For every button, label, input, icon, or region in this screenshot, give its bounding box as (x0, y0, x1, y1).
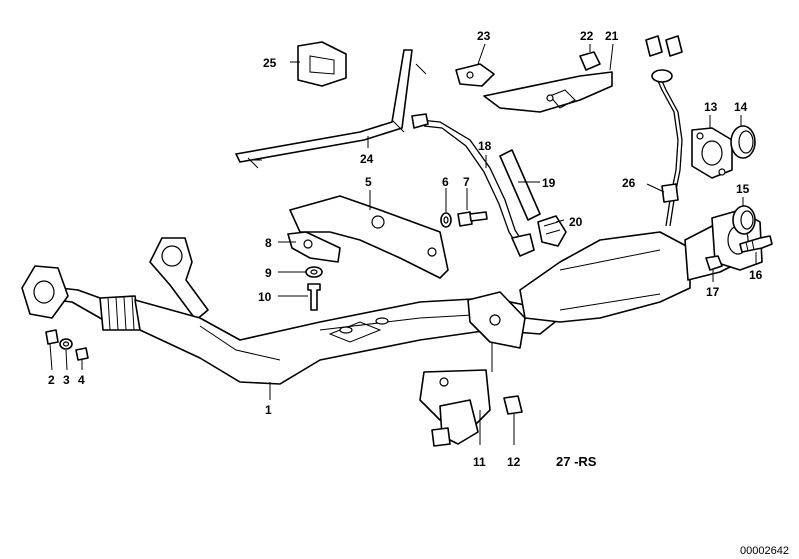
leader-lines (49, 43, 757, 445)
callout-23: 23 (477, 29, 491, 43)
callout-6: 6 (442, 175, 449, 189)
callout-2: 2 (48, 373, 55, 387)
mount-11[interactable] (419, 369, 491, 447)
callout-3: 3 (63, 373, 70, 387)
nut-12[interactable] (503, 395, 523, 415)
callout-9: 9 (265, 266, 272, 280)
callout-20: 20 (569, 215, 583, 229)
bolt-2[interactable] (45, 329, 59, 345)
rubber-mount-25[interactable] (297, 41, 347, 87)
bolt-7[interactable] (457, 211, 488, 227)
clamp-23[interactable] (455, 63, 495, 87)
bracket-5[interactable] (289, 195, 449, 279)
callout-4: 4 (78, 373, 85, 387)
bolt-16[interactable] (739, 235, 773, 253)
callout-21: 21 (605, 29, 619, 43)
lambda-cable-26[interactable] (645, 35, 683, 227)
callout-25: 25 (263, 56, 277, 70)
washer-3[interactable] (59, 338, 73, 350)
callout-1: 1 (265, 403, 272, 417)
washer-6[interactable] (440, 212, 452, 228)
oxygen-sensor-cable[interactable] (411, 113, 535, 257)
callout-26: 26 (622, 176, 636, 190)
callout-22: 22 (580, 29, 594, 43)
nut-17[interactable] (705, 255, 723, 271)
exhaust-pipe[interactable] (21, 237, 561, 385)
sleeve-20[interactable] (537, 215, 567, 247)
bolt-10[interactable] (307, 283, 321, 311)
callout-24: 24 (360, 152, 374, 166)
callout-11: 11 (473, 455, 486, 469)
ring-14[interactable] (730, 125, 756, 159)
callout-12: 12 (507, 455, 521, 469)
callout-8: 8 (265, 236, 272, 250)
callout-18: 18 (478, 139, 492, 153)
callout-13: 13 (704, 100, 718, 114)
ring-15[interactable] (732, 205, 756, 235)
callout-16: 16 (749, 268, 763, 282)
callout-14: 14 (734, 100, 748, 114)
bracket-21[interactable] (483, 71, 613, 113)
document-id: 00002642 (740, 545, 789, 557)
nut-22[interactable] (579, 51, 601, 71)
variant-tag: 27 -RS (556, 454, 597, 469)
callout-15: 15 (736, 182, 750, 196)
callout-17: 17 (706, 285, 720, 299)
callout-5: 5 (365, 175, 372, 189)
nut-4[interactable] (75, 347, 89, 361)
hanger-rod-24[interactable] (235, 49, 427, 169)
gasket-13[interactable] (691, 127, 733, 179)
washer-9[interactable] (305, 266, 323, 278)
callout-7: 7 (463, 175, 470, 189)
callout-19: 19 (542, 176, 556, 190)
clamp-8[interactable] (287, 231, 341, 263)
hose-19[interactable] (499, 149, 541, 221)
callout-10: 10 (258, 290, 272, 304)
